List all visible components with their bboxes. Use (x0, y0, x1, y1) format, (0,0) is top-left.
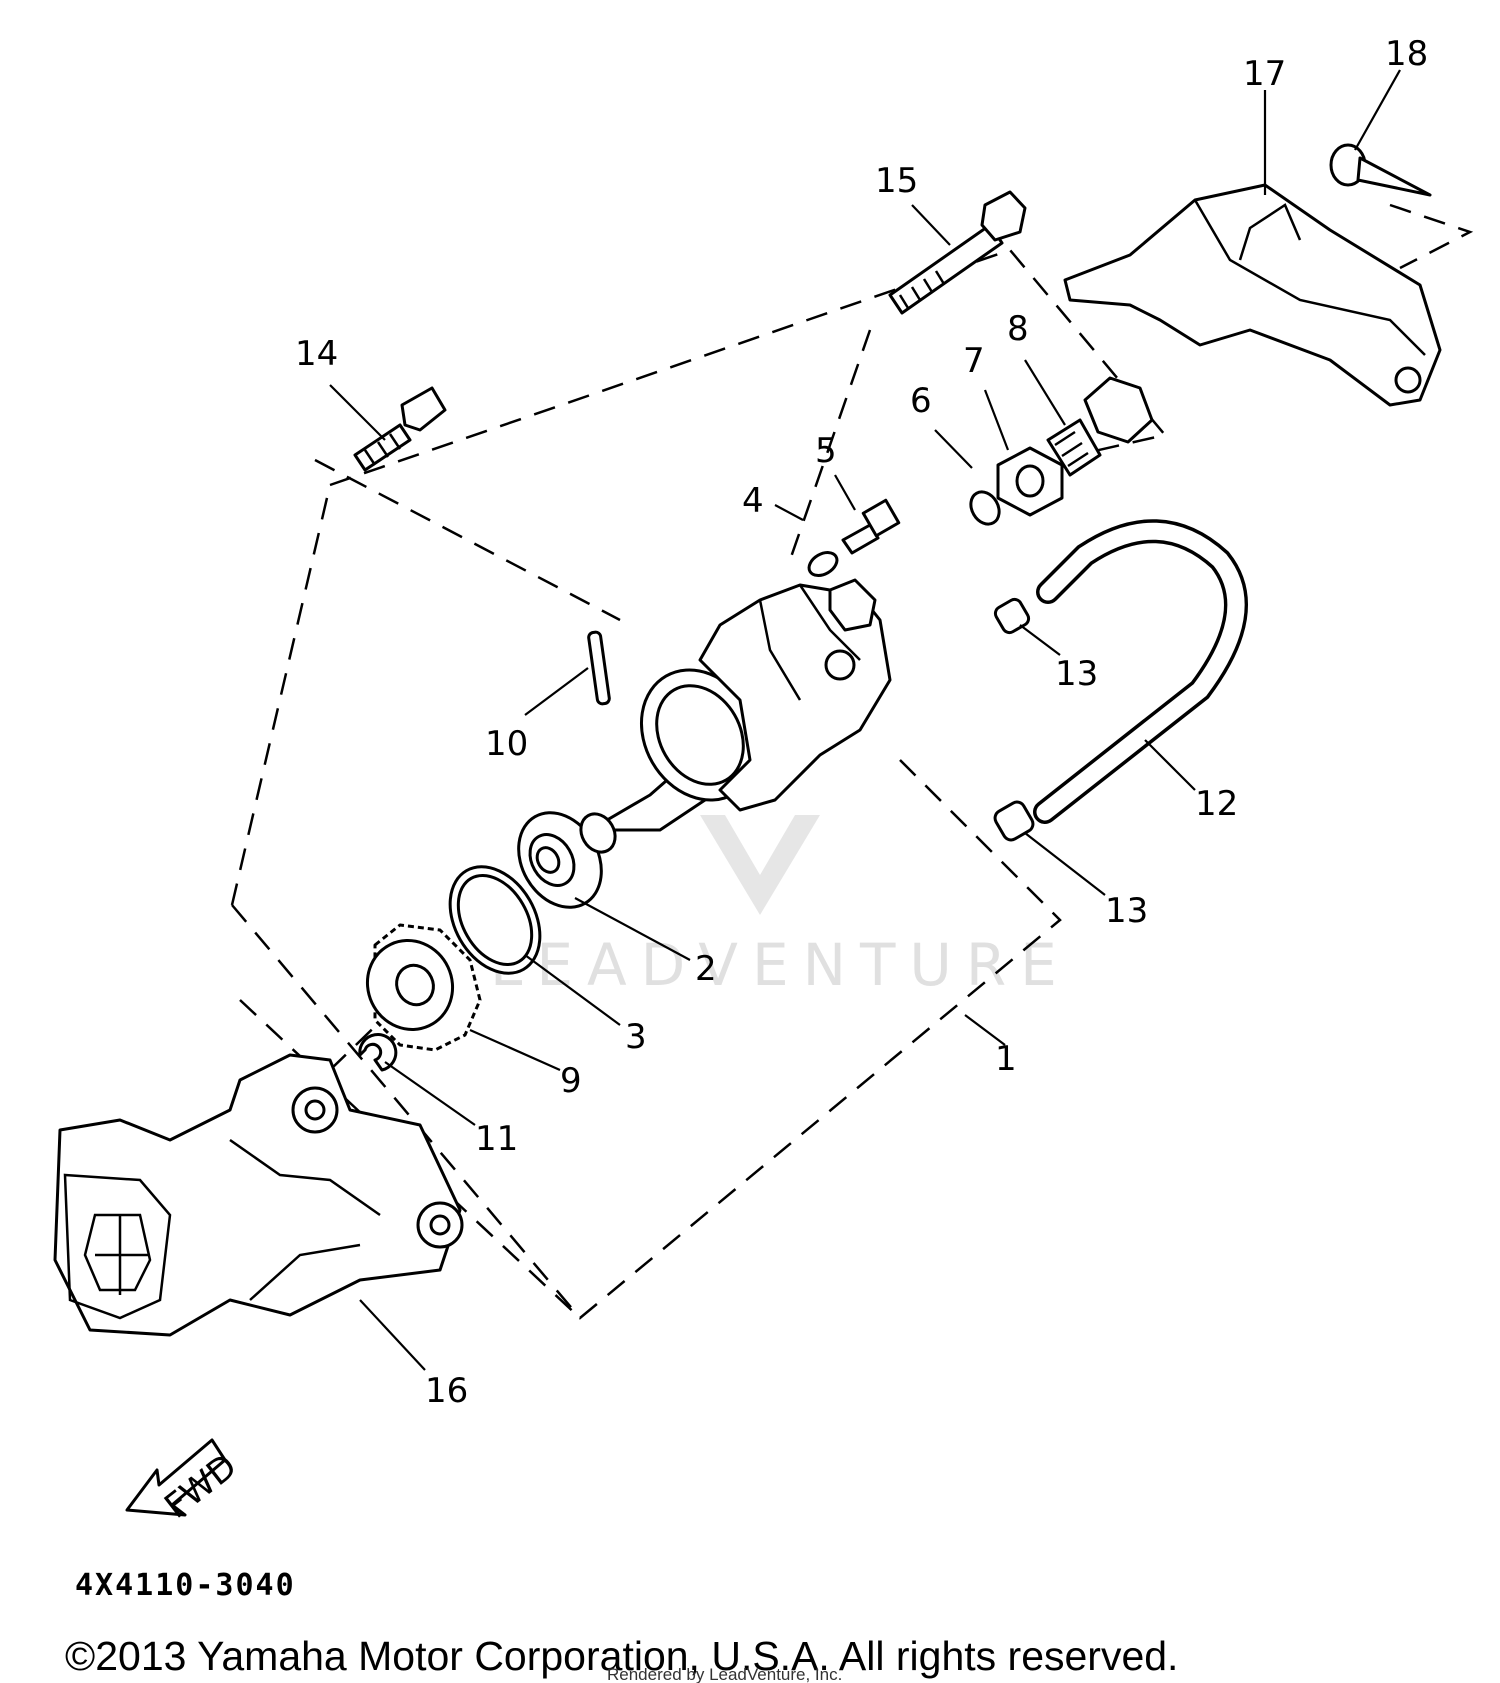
mounting-bolt-left (353, 386, 447, 472)
label-part-11: 11 (475, 1119, 518, 1159)
watermark-logo (700, 815, 820, 915)
label-part-15: 15 (875, 161, 918, 201)
small-washer (969, 490, 1001, 526)
hose-clip-upper (993, 597, 1031, 635)
label-part-9: 9 (560, 1061, 582, 1101)
leader-lines (329, 69, 1401, 1371)
tapping-screw (1329, 143, 1432, 197)
label-part-13-lower: 13 (1105, 891, 1148, 931)
hose-clip-lower (993, 800, 1035, 842)
washer (807, 551, 839, 577)
label-part-17: 17 (1243, 54, 1286, 94)
label-part-14: 14 (295, 334, 338, 374)
forward-direction-arrow: FWD (125, 1438, 244, 1527)
mounting-bolt-long (888, 190, 1027, 315)
rendered-by-credit: Rendered by LeadVenture, Inc. (607, 1665, 842, 1683)
drive-gear (365, 923, 482, 1052)
watermark-text: LEADVENTURE (490, 931, 1071, 999)
label-part-4: 4 (742, 481, 764, 521)
part-numbers: 1 2 3 4 5 6 7 8 9 10 11 12 13 13 14 15 1… (295, 34, 1428, 1411)
label-part-6: 6 (910, 381, 932, 421)
watermark: LEADVENTURE (490, 815, 1071, 999)
label-part-7: 7 (963, 341, 985, 381)
label-part-1: 1 (995, 1039, 1017, 1079)
label-part-2: 2 (695, 949, 717, 989)
diagram-code: 4X4110-3040 (75, 1568, 296, 1603)
bolt (1046, 376, 1154, 477)
label-part-18: 18 (1385, 34, 1428, 74)
oil-pump-body (579, 578, 892, 854)
label-part-3: 3 (625, 1017, 647, 1057)
label-part-16: 16 (425, 1371, 468, 1411)
small-screw (841, 498, 901, 555)
label-part-10: 10 (485, 724, 528, 764)
oil-hose (1033, 519, 1248, 824)
oil-pump-cover (53, 1053, 464, 1337)
nut (996, 446, 1064, 517)
copyright-notice: ©2013 Yamaha Motor Corporation, U.S.A. A… (65, 1633, 1178, 1679)
label-part-5: 5 (815, 431, 837, 471)
label-part-13-upper: 13 (1055, 654, 1098, 694)
mounting-lines (314, 203, 1474, 1071)
label-part-8: 8 (1007, 309, 1029, 349)
label-part-12: 12 (1195, 784, 1238, 824)
pin (587, 630, 611, 706)
o-ring (448, 865, 542, 975)
pump-cover-bracket (1063, 183, 1442, 407)
